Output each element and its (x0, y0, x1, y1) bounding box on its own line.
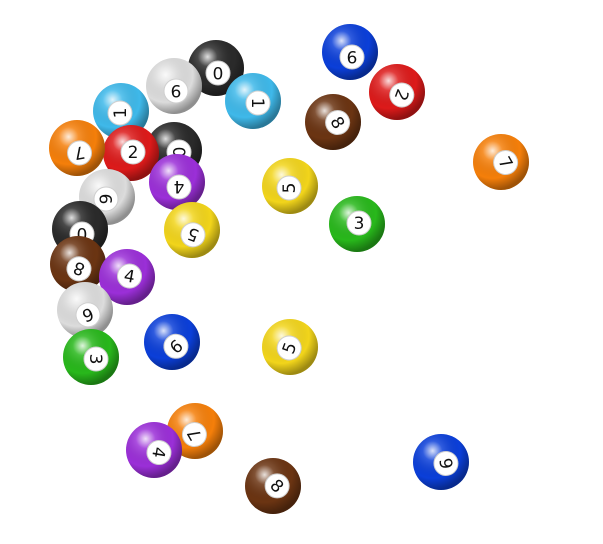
ball-3[interactable]: 3 (329, 196, 385, 252)
number-disc (146, 440, 172, 466)
ball-number-label: 0 (205, 60, 231, 86)
ball-number-label: 4 (166, 174, 192, 200)
ball-9[interactable]: 9 (144, 314, 200, 370)
ball-2[interactable]: 2 (103, 125, 159, 181)
ball-number: 9 (97, 194, 117, 205)
ball-number: 1 (111, 108, 131, 119)
number-disc (389, 82, 415, 108)
number-disc (67, 140, 93, 166)
ball-0[interactable]: 0 (188, 40, 244, 96)
ball-number-label: 9 (433, 450, 459, 476)
ball-5[interactable]: 5 (262, 319, 318, 375)
ball-5[interactable]: 5 (262, 158, 318, 214)
number-disc (493, 150, 519, 175)
ball-number-label: 5 (276, 175, 302, 201)
ball-number: 0 (77, 223, 88, 243)
number-disc (120, 139, 146, 165)
ball-number-label: 1 (107, 100, 133, 126)
ball-8[interactable]: 8 (50, 236, 106, 292)
ball-2[interactable]: 2 (369, 64, 425, 120)
ball-number-label: 1 (245, 90, 271, 116)
number-disc (339, 44, 365, 70)
ball-number: 9 (171, 80, 182, 100)
ball-8[interactable]: 8 (245, 458, 301, 514)
ball-number: 5 (280, 183, 300, 194)
number-disc (276, 175, 302, 201)
ball-5[interactable]: 5 (164, 202, 220, 258)
ball-number-label: 9 (163, 333, 189, 359)
number-disc (180, 222, 206, 248)
number-disc (205, 60, 231, 86)
ball-6[interactable]: 6 (57, 282, 113, 338)
ball-number: 4 (122, 266, 136, 288)
ball-9[interactable]: 9 (322, 24, 378, 80)
ball-number: 9 (347, 46, 358, 66)
ball-number-label: 3 (83, 346, 109, 372)
ball-4[interactable]: 4 (149, 154, 205, 210)
ball-number: 0 (168, 147, 188, 158)
ball-number-label: 4 (117, 263, 143, 289)
ball-number-label: 2 (389, 82, 415, 108)
number-disc (346, 210, 372, 236)
number-disc (66, 256, 92, 282)
ball-9[interactable]: 9 (413, 434, 469, 490)
ball-number: 4 (174, 176, 185, 196)
number-disc (83, 346, 109, 372)
ball-8[interactable]: 8 (305, 94, 361, 150)
number-disc (264, 473, 290, 499)
ball-number: 3 (354, 214, 365, 234)
number-disc (107, 100, 133, 126)
number-disc (166, 174, 192, 200)
ball-number-label: 4 (146, 440, 172, 466)
ball-number-label: 7 (181, 422, 207, 447)
ball-number-label: 6 (75, 302, 101, 328)
ball-number: 0 (213, 62, 224, 82)
ball-number-label: 5 (276, 335, 302, 361)
ball-4[interactable]: 4 (126, 422, 182, 478)
ball-number-label: 5 (180, 222, 206, 248)
ball-number-label: 2 (120, 139, 146, 165)
ball-number-label: 3 (346, 210, 372, 236)
ball-number: 2 (128, 143, 139, 163)
number-disc (163, 78, 189, 104)
number-disc (325, 110, 351, 135)
ball-number-label: 8 (325, 110, 351, 135)
number-disc (433, 450, 459, 476)
ball-number: 4 (147, 445, 169, 459)
number-disc (93, 186, 119, 212)
ball-number: 3 (85, 354, 105, 365)
ball-number: 9 (434, 457, 456, 471)
ball-number: 7 (72, 141, 86, 163)
ball-7[interactable]: 7 (49, 120, 105, 176)
ball-7[interactable]: 7 (473, 134, 529, 190)
number-disc (245, 90, 271, 116)
ball-1[interactable]: 1 (225, 73, 281, 129)
ball-number-label: 8 (66, 256, 92, 282)
ball-number: 1 (247, 98, 267, 109)
ball-number-label: 9 (339, 44, 365, 70)
ball-3[interactable]: 3 (63, 329, 119, 385)
ball-9[interactable]: 9 (146, 58, 202, 114)
ball-number-label: 9 (163, 78, 189, 104)
number-disc (117, 263, 143, 289)
ball-number-label: 8 (264, 473, 290, 499)
ball-number-label: 9 (93, 186, 119, 212)
number-disc (163, 333, 189, 359)
ball-4[interactable]: 4 (99, 249, 155, 305)
number-disc (276, 335, 302, 361)
ball-number-label: 7 (493, 150, 519, 175)
ball-1[interactable]: 1 (93, 83, 149, 139)
ball-number-label: 7 (67, 140, 93, 166)
number-disc (75, 302, 101, 328)
number-disc (181, 422, 207, 447)
